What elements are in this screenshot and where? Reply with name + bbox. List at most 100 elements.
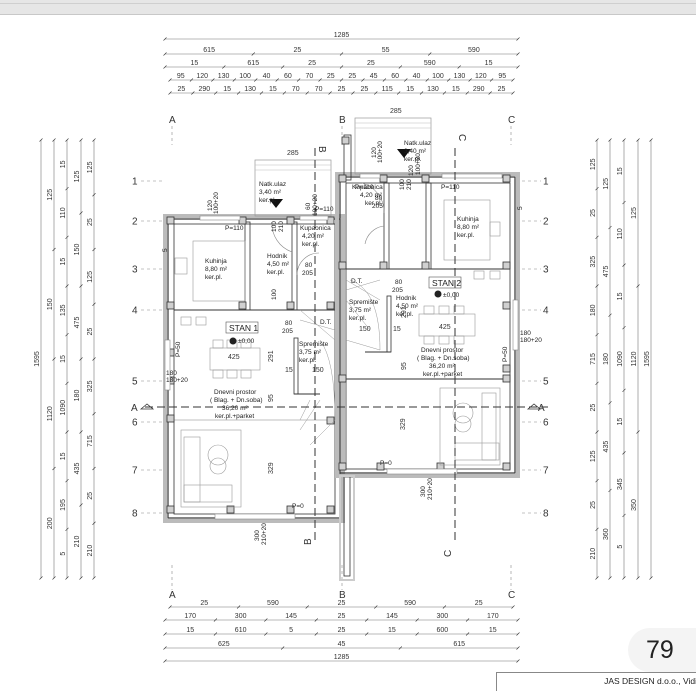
left-dim-5-tick [92, 412, 96, 416]
left-dim-5-value: 325 [87, 380, 94, 392]
left-dim-5-tick [92, 576, 96, 580]
bottom-dim-3-value: 25 [338, 627, 346, 634]
column [338, 462, 347, 471]
right-dim-3-value: 110 [617, 228, 624, 239]
left-dim-5-tick [92, 193, 96, 197]
svg-text:15: 15 [285, 367, 293, 374]
top-dim-5-value: 25 [338, 86, 346, 93]
right-dim-2-tick [608, 313, 612, 317]
bottom-dim-2-value: 300 [437, 613, 449, 620]
left-dim-3-value: 110 [60, 207, 67, 218]
svg-text:291: 291 [401, 306, 408, 318]
svg-text:205: 205 [302, 270, 313, 277]
top-dim-4-value: 95 [498, 73, 506, 80]
left-dim-4-value: 125 [74, 171, 81, 183]
top-dim-5-value: 25 [498, 86, 506, 93]
top-dim-4-value: 120 [475, 73, 487, 80]
top-dim-4-tick [232, 78, 237, 82]
grid-row-label-right: 6 [543, 418, 549, 429]
bottom-dim-2-value: 300 [235, 613, 247, 620]
right-dim-4-value: 350 [631, 499, 638, 511]
bottom-dim-2-value: 170 [184, 613, 196, 620]
top-dim-3-value: 590 [424, 60, 436, 67]
stan2-bath-floor: ker.pl. [365, 200, 383, 207]
column [326, 301, 335, 310]
top-dim-3-tick [339, 65, 344, 69]
left-dim-5-value: 210 [87, 545, 94, 557]
right-dim-3-tick [622, 263, 626, 267]
svg-text:210+20: 210+20 [427, 478, 434, 500]
top-dim-3-value: 25 [367, 60, 375, 67]
left-dim-2-tick [52, 576, 56, 580]
right-dim-3-tick [622, 451, 626, 455]
top-dim-4-value: 45 [370, 73, 378, 80]
stan1-living-floor: ker.pl.+parket [215, 413, 254, 420]
svg-text:425: 425 [439, 324, 451, 331]
right-dim-3-value: 5 [617, 545, 624, 549]
top-dim-1-tick [516, 37, 520, 41]
left-dim-2-value: 200 [47, 517, 54, 529]
left-dim-3-value: 5 [60, 552, 67, 556]
left-dim-3-value: 195 [60, 499, 67, 511]
bottom-dim-4-tick [398, 646, 403, 650]
right-dim-3-tick [622, 388, 626, 392]
left-dim-5-tick [92, 247, 96, 252]
column [502, 261, 511, 270]
column [286, 301, 295, 310]
windows [164, 173, 519, 520]
top-dim-4-tick [339, 78, 344, 82]
right-dim-4-tick [636, 284, 640, 288]
rotated-annotations: 329 329 291 291 95 95 300 210+20 300 210… [162, 141, 524, 545]
section-a-left: A [131, 403, 138, 414]
column [166, 414, 175, 423]
annotations: P=110 P=110 P=110 P=110 P=0 P=0 D.T. D.T… [166, 184, 542, 510]
left-dim-5-tick [92, 302, 96, 306]
stan1-storage-floor: ker.pl. [299, 357, 317, 364]
door-swings [271, 182, 385, 276]
grid-col-label-bottom: B [339, 590, 346, 601]
bottom-dim-2-tick [314, 618, 318, 622]
structural-columns [166, 136, 511, 514]
top-dim-4-value: 120 [196, 73, 208, 80]
left-dim-5-tick [92, 521, 96, 525]
right-dim-1-value: 210 [590, 548, 597, 560]
top-dim-2-value: 590 [468, 47, 480, 54]
left-dim-2-tick [52, 466, 56, 471]
svg-text:80: 80 [305, 262, 313, 269]
entrance-arrow-left [269, 199, 283, 208]
left-dim-1-tick [39, 576, 43, 580]
porch-left-area: 3,40 m² [259, 189, 282, 196]
bottom-dim-1-tick [168, 605, 172, 609]
left-dim-4-value: 150 [74, 244, 81, 256]
bottom-dim-3-value: 15 [489, 627, 497, 634]
top-dim-4-value: 25 [327, 73, 335, 80]
svg-text:80: 80 [375, 195, 383, 202]
left-dim-5-tick [92, 138, 96, 142]
top-dim-4-value: 100 [239, 73, 251, 80]
right-dim-3-value: 15 [617, 418, 624, 426]
stan1-label: STAN 1 [229, 323, 258, 333]
svg-text:5: 5 [162, 248, 169, 252]
column [326, 416, 335, 425]
stan1-living-area: 36,20 m² [222, 405, 248, 412]
right-dim-3-tick [622, 576, 626, 580]
left-dim-5-value: 125 [87, 271, 94, 283]
top-dim-4-value: 40 [413, 73, 421, 80]
grid-row-label-left: 4 [132, 306, 138, 317]
svg-text:5: 5 [517, 206, 524, 210]
right-dim-4-value: 125 [631, 207, 638, 219]
top-dim-2-value: 25 [293, 47, 301, 54]
bottom-dim-3-tick [465, 632, 470, 636]
top-dim-5-value: 25 [360, 86, 368, 93]
svg-text:300: 300 [420, 486, 427, 497]
top-dim-2-value: 615 [203, 47, 215, 54]
left-dim-3-value: 135 [60, 304, 67, 316]
stan2-storage-floor: ker.pl. [349, 315, 367, 322]
left-dim-4-value: 180 [74, 390, 81, 402]
porch-left-name: Natk.ulaz [259, 181, 286, 188]
top-dim-4-tick [275, 78, 279, 82]
section-lines [145, 148, 548, 540]
top-dim-4-value: 130 [454, 73, 466, 80]
top-dim-5-value: 115 [382, 86, 393, 93]
top-dim-4-value: 100 [432, 73, 444, 80]
